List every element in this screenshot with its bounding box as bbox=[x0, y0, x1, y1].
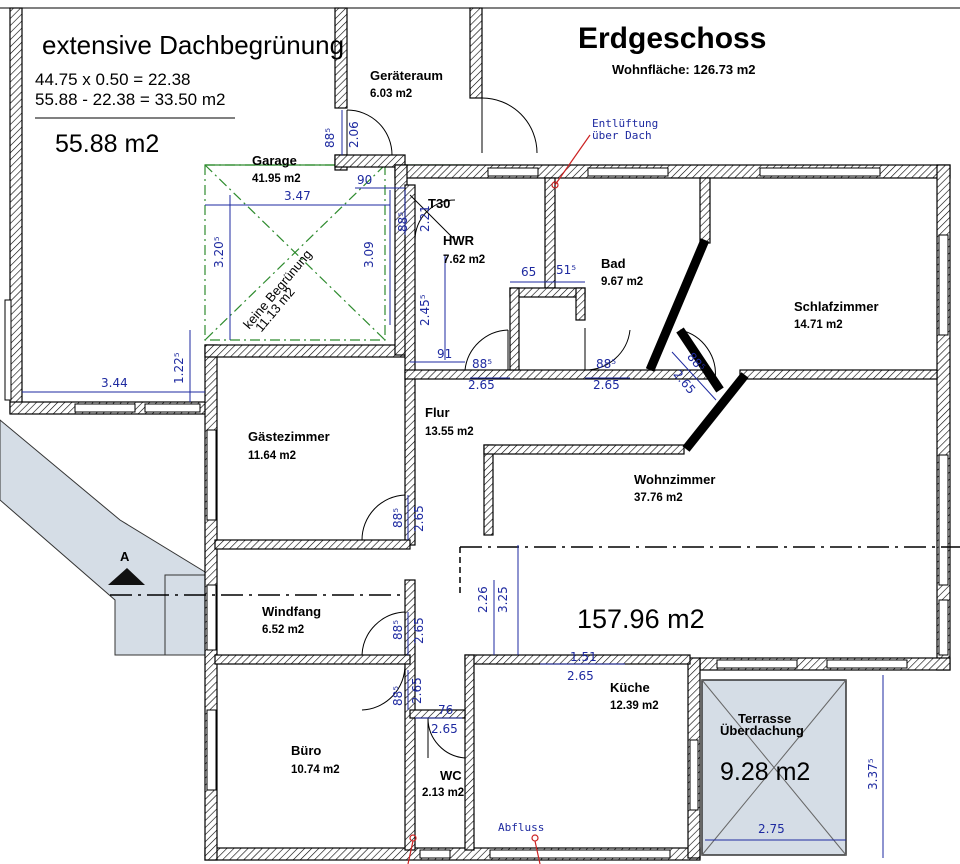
room-name-buero: Büro bbox=[291, 743, 322, 758]
dim-label: 88⁵ bbox=[596, 357, 617, 371]
room-area-geraeteraum: 6.03 m2 bbox=[370, 88, 413, 100]
dim-label: 88⁵ bbox=[391, 507, 405, 528]
room-name-gaestezimmer: Gästezimmer bbox=[248, 429, 330, 444]
room-name-geraeteraum: Geräteraum bbox=[370, 68, 443, 83]
dimension-lines bbox=[22, 110, 884, 858]
room-name-bad: Bad bbox=[601, 256, 626, 271]
dim-label: 2.45⁵ bbox=[418, 294, 432, 326]
room-name-hwr: HWR bbox=[443, 233, 475, 248]
room-area-wc: 2.13 m2 bbox=[422, 787, 465, 799]
dim-label: 3.44 bbox=[101, 376, 128, 390]
dim-label: 2.06 bbox=[347, 121, 361, 148]
roof-calc-line-2: 55.88 - 22.38 = 33.50 m2 bbox=[35, 90, 226, 109]
dim-label: 2.65 bbox=[431, 722, 458, 736]
roof-total-area: 55.88 m2 bbox=[55, 130, 160, 158]
windows bbox=[4, 167, 949, 859]
dim-label: 2.65 bbox=[410, 677, 424, 704]
section-marker-arrow bbox=[108, 568, 145, 585]
room-area-hwr: 7.62 m2 bbox=[443, 254, 486, 266]
dim-label: 3.25 bbox=[496, 586, 510, 613]
vent-note-line-1: Entlüftung bbox=[592, 117, 659, 130]
dim-label: 2.65 bbox=[567, 669, 594, 683]
driveway-shape bbox=[0, 419, 211, 656]
dim-label: 65 bbox=[521, 265, 537, 279]
roof-calc-line-1: 44.75 x 0.50 = 22.38 bbox=[35, 70, 191, 89]
room-name-flur: Flur bbox=[425, 405, 450, 420]
page-title: Erdgeschoss bbox=[578, 22, 767, 55]
main-area-label: 157.96 m2 bbox=[577, 604, 705, 634]
living-area-label: Wohnfläche: 126.73 m2 bbox=[612, 62, 756, 77]
room-area-flur: 13.55 m2 bbox=[425, 426, 474, 438]
room-area-gaestezimmer: 11.64 m2 bbox=[248, 450, 296, 462]
room-name-garage: Garage bbox=[252, 153, 297, 168]
dim-label: 90 bbox=[357, 173, 373, 187]
dim-label: 3.47 bbox=[284, 189, 311, 203]
dim-label: 88⁵ bbox=[391, 685, 405, 706]
drain-note: Abfluss bbox=[498, 821, 545, 834]
terrace-label-line-2: Überdachung bbox=[720, 723, 804, 738]
dim-label: 2.75 bbox=[758, 822, 785, 836]
dim-label: 2.26 bbox=[476, 586, 490, 613]
dim-label: 88⁵ bbox=[472, 357, 493, 371]
dim-label: 1.51 bbox=[570, 650, 597, 664]
terrace-area-label: 9.28 m2 bbox=[720, 758, 811, 786]
room-area-schlafzimmer: 14.71 m2 bbox=[794, 319, 843, 331]
terrace-label-line-1: Terrasse bbox=[738, 711, 792, 726]
section-marker-label: A bbox=[120, 549, 130, 564]
room-area-windfang: 6.52 m2 bbox=[262, 624, 305, 636]
room-name-wc: WC bbox=[440, 768, 462, 783]
vent-note-line-2: über Dach bbox=[592, 129, 652, 142]
dim-label: 3.20⁵ bbox=[212, 236, 226, 268]
room-area-wohnzimmer: 37.76 m2 bbox=[634, 492, 683, 504]
room-name-wohnzimmer: Wohnzimmer bbox=[634, 472, 716, 487]
dim-label: 3.09 bbox=[362, 241, 376, 268]
door-swings bbox=[346, 97, 716, 759]
dim-label: 91 bbox=[437, 347, 453, 361]
room-name-windfang: Windfang bbox=[262, 604, 322, 619]
fire-door-label: T30 bbox=[428, 196, 451, 211]
dim-label: 88⁵ bbox=[323, 127, 337, 148]
room-name-schlafzimmer: Schlafzimmer bbox=[794, 299, 879, 314]
room-area-buero: 10.74 m2 bbox=[291, 764, 340, 776]
room-area-garage: 41.95 m2 bbox=[252, 173, 301, 185]
dim-label: 2.65 bbox=[412, 505, 426, 532]
dim-label: 76 bbox=[438, 703, 454, 717]
room-name-kueche: Küche bbox=[610, 680, 650, 695]
dim-label: 2.21 bbox=[418, 205, 432, 232]
dim-label: 1.22⁵ bbox=[172, 352, 186, 384]
dim-label: 88⁵ bbox=[391, 619, 405, 640]
roof-greening-title: extensive Dachbegrünung bbox=[42, 30, 345, 60]
dim-label: 2.65 bbox=[593, 378, 620, 392]
dim-label: 51⁵ bbox=[556, 263, 577, 277]
dim-label: 2.65 bbox=[468, 378, 495, 392]
room-area-kueche: 12.39 m2 bbox=[610, 700, 659, 712]
room-area-bad: 9.67 m2 bbox=[601, 276, 644, 288]
dim-label: 3.37⁵ bbox=[866, 758, 880, 790]
dim-label: 88⁵ bbox=[396, 211, 410, 232]
dim-label: 2.65 bbox=[412, 617, 426, 644]
